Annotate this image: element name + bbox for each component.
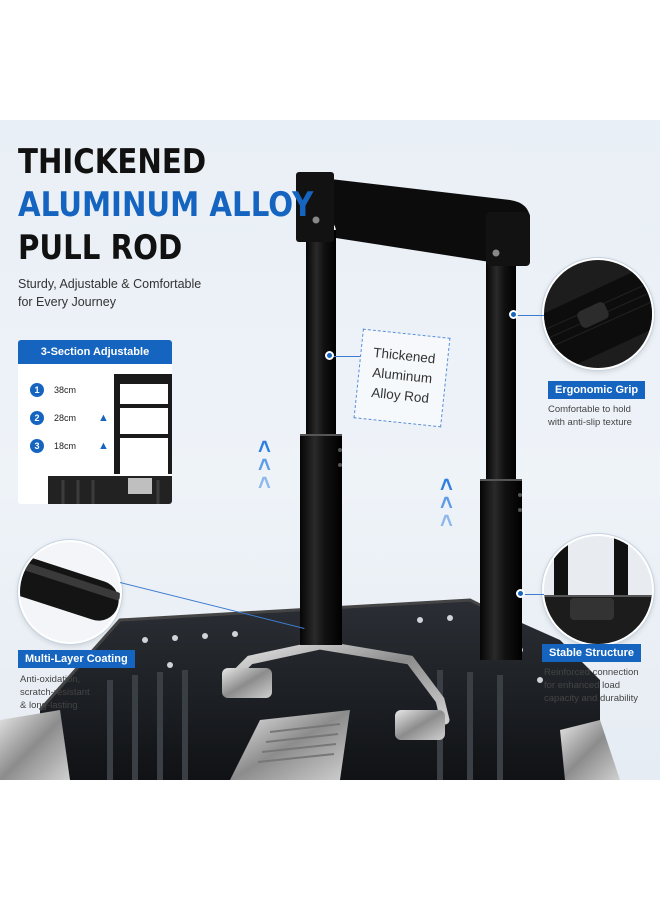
step-height-2: 28cm bbox=[54, 413, 77, 423]
structure-description: Reinforced connection for enhanced load … bbox=[544, 666, 639, 705]
title-line-1: THICKENED bbox=[18, 142, 207, 182]
up-chevron-icon: ˄ bbox=[440, 490, 453, 515]
up-chevron-icon: ˄ bbox=[258, 434, 271, 459]
rod-marker-dot bbox=[325, 351, 334, 360]
grip-desc-line-2: with anti-slip texture bbox=[548, 417, 632, 428]
grip-guide-line bbox=[516, 315, 544, 316]
adjustable-header: 3-Section Adjustable bbox=[18, 340, 172, 364]
product-infographic: THICKENED ALUMINUM ALLOY PULL ROD Sturdy… bbox=[0, 120, 660, 780]
structure-label: Stable Structure bbox=[542, 644, 641, 662]
adjustable-row-2: 2 28cm bbox=[30, 410, 76, 426]
structure-marker-dot bbox=[516, 589, 525, 598]
subtitle-line-1: Sturdy, Adjustable & Comfortable bbox=[18, 277, 202, 291]
up-chevron-icon: ˄ bbox=[258, 470, 271, 495]
coating-description: Anti-oxidation, scratch-resistant & long… bbox=[20, 673, 90, 712]
luggage-illustration bbox=[0, 172, 620, 780]
step-number-3: 3 bbox=[30, 439, 44, 453]
up-arrow-icon: ▲ bbox=[98, 440, 109, 452]
up-chevron-icon: ˄ bbox=[440, 508, 453, 533]
grip-desc-line-1: Comfortable to hold bbox=[548, 404, 631, 415]
coating-desc-line-3: & long-lasting bbox=[20, 700, 78, 711]
grip-label: Ergonomic Grip bbox=[548, 381, 646, 399]
structure-desc-line-2: for enhanced load bbox=[544, 680, 621, 691]
title-line-3: PULL ROD bbox=[18, 228, 183, 268]
structure-desc-line-3: capacity and durability bbox=[544, 693, 638, 704]
step-number-1: 1 bbox=[30, 383, 44, 397]
coating-detail-illustration bbox=[20, 555, 120, 621]
step-number-2: 2 bbox=[30, 411, 44, 425]
up-chevron-icon: ˄ bbox=[440, 472, 453, 497]
subtitle-line-2: for Every Journey bbox=[18, 295, 116, 309]
grip-description: Comfortable to hold with anti-slip textu… bbox=[548, 403, 632, 429]
adjustable-row-1: 1 38cm bbox=[30, 382, 76, 398]
up-arrow-icon: ▲ bbox=[98, 412, 109, 424]
grip-marker-dot bbox=[509, 310, 518, 319]
grip-detail-image bbox=[542, 258, 654, 370]
rod-guide-line bbox=[330, 356, 360, 357]
step-height-1: 38cm bbox=[54, 385, 77, 395]
adjustable-row-3: 3 18cm bbox=[30, 438, 76, 454]
structure-desc-line-1: Reinforced connection bbox=[544, 667, 639, 678]
up-chevron-icon: ˄ bbox=[258, 452, 271, 477]
grip-detail-illustration bbox=[544, 264, 652, 368]
structure-guide-line bbox=[522, 594, 544, 595]
title-line-2: ALUMINUM ALLOY bbox=[18, 185, 314, 225]
coating-detail-image bbox=[18, 540, 122, 644]
step-height-3: 18cm bbox=[54, 441, 77, 451]
structure-detail-image bbox=[542, 534, 654, 646]
coating-desc-line-2: scratch-resistant bbox=[20, 687, 90, 698]
adjustable-panel: 3-Section Adjustable 1 38cm 2 28cm ▲ 3 1… bbox=[18, 340, 172, 504]
coating-desc-line-1: Anti-oxidation, bbox=[20, 674, 81, 685]
structure-detail-illustration bbox=[544, 536, 652, 644]
coating-label: Multi-Layer Coating bbox=[18, 650, 135, 668]
adjustable-handle-illustration bbox=[48, 374, 172, 504]
rod-feature-tag: Thickened Aluminum Alloy Rod bbox=[353, 328, 451, 428]
